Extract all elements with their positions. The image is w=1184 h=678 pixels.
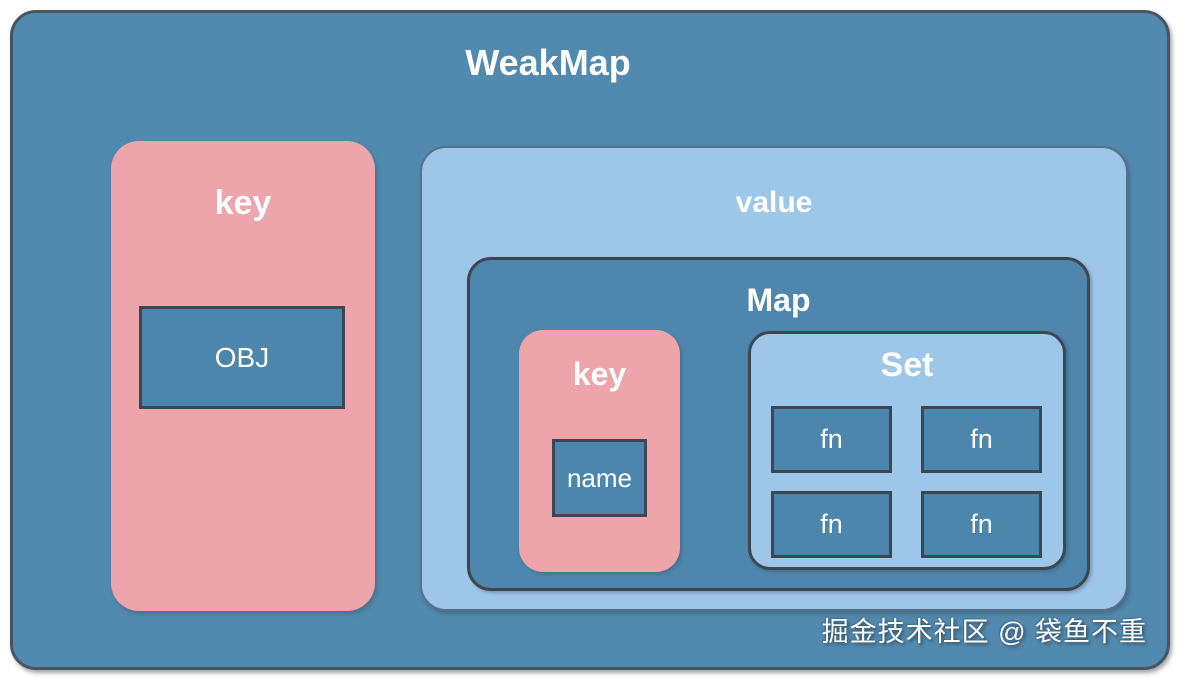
weakmap-container: WeakMap key OBJ value Map key name Set	[10, 10, 1170, 670]
map-label: Map	[746, 282, 811, 318]
fn-box: fn	[771, 406, 892, 473]
map-key-label: key	[572, 356, 627, 392]
weakmap-title: WeakMap	[465, 42, 631, 83]
fn-box: fn	[771, 491, 892, 558]
obj-label: OBJ	[214, 341, 270, 373]
watermark: 掘金技术社区 @ 袋鱼不重	[821, 617, 1147, 647]
map-box: Map key name Set fn fn	[467, 257, 1090, 591]
set-items-grid: fn fn fn fn	[771, 406, 1042, 558]
name-box: name	[552, 439, 647, 517]
weakmap-value-box: value Map key name Set fn	[420, 146, 1128, 611]
set-label: Set	[880, 346, 934, 384]
name-label: name	[566, 462, 633, 493]
weakmap-key-box: key OBJ	[111, 141, 375, 611]
value-label: value	[735, 186, 813, 219]
fn-box: fn	[921, 406, 1042, 473]
obj-box: OBJ	[139, 306, 345, 409]
fn-label: fn	[820, 424, 843, 454]
set-box: Set fn fn fn fn	[748, 331, 1066, 570]
map-key-box: key name	[519, 330, 680, 572]
fn-label: fn	[820, 509, 843, 539]
weakmap-key-label: key	[214, 184, 272, 222]
fn-box: fn	[921, 491, 1042, 558]
fn-label: fn	[970, 424, 993, 454]
fn-label: fn	[970, 509, 993, 539]
